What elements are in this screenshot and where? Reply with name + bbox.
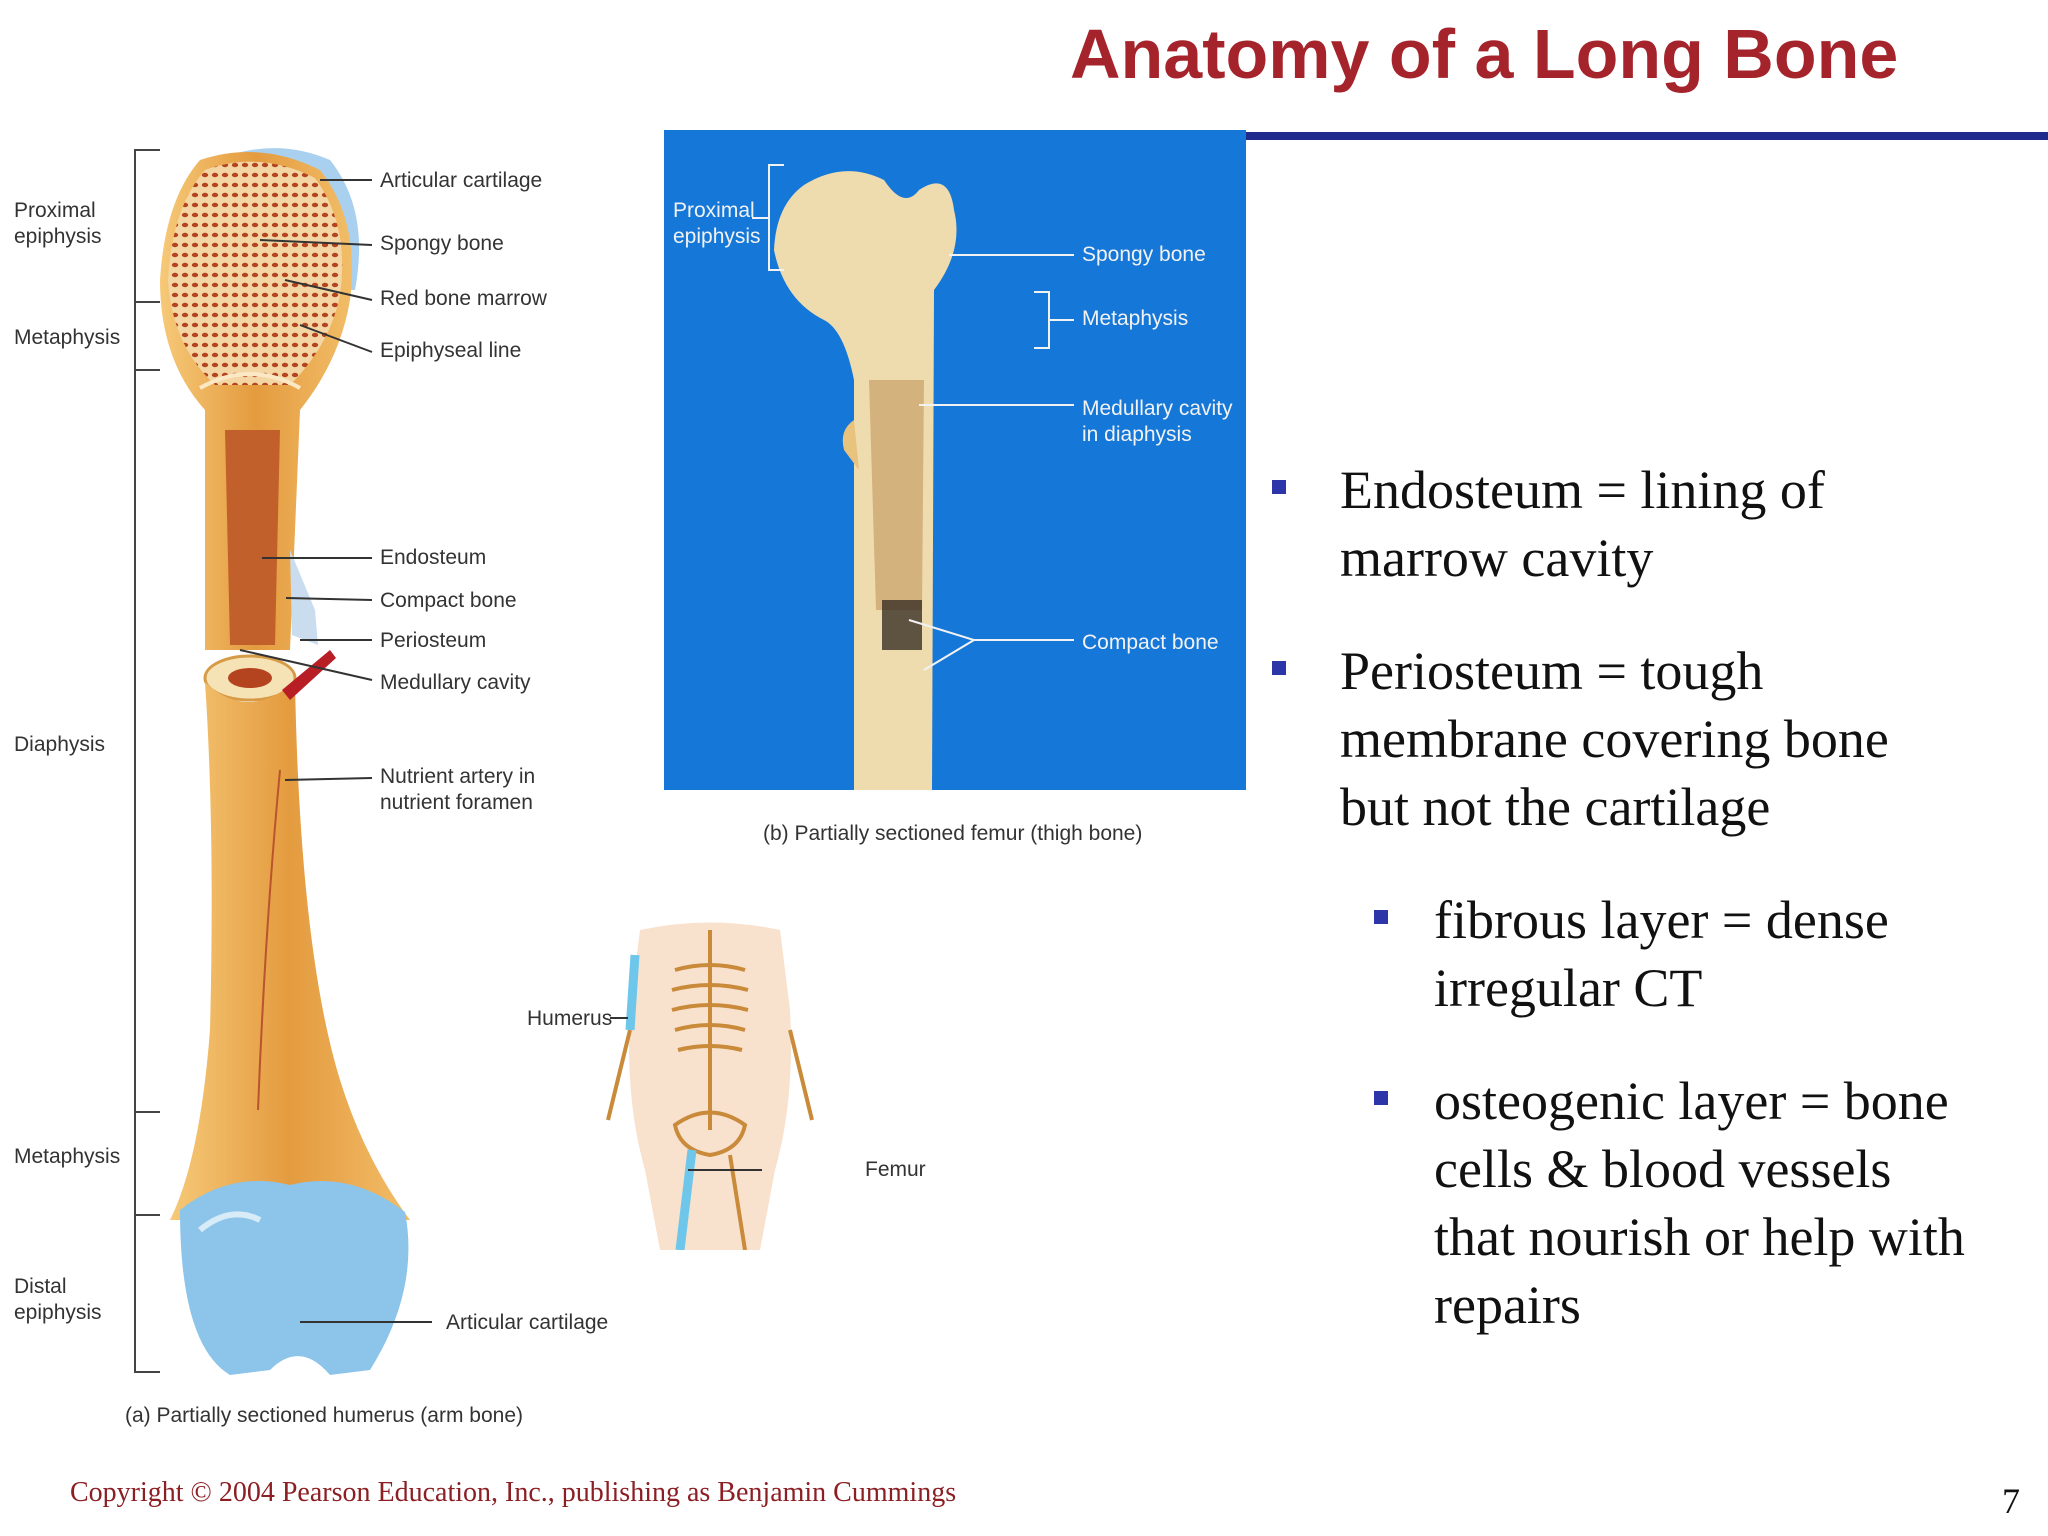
bullet-line: repairs (1434, 1275, 1581, 1335)
label-metaphysis-upper: Metaphysis (14, 326, 121, 349)
femur-label-compact-bone: Compact bone (1082, 631, 1219, 654)
skeleton-illustration (606, 922, 814, 1250)
label-line: Medullary cavity (1082, 397, 1233, 420)
bullet-text: osteogenic layer = bone cells & blood ve… (1434, 1067, 1965, 1339)
label-line: Proximal (673, 199, 755, 222)
femur-caption: (b) Partially sectioned femur (thigh bon… (763, 822, 1143, 845)
label-proximal-epiphysis: Proximal epiphysis (14, 198, 102, 250)
bullet-item: Endosteum = lining of marrow cavity (1272, 456, 1825, 592)
bullet-line: osteogenic layer = bone (1434, 1071, 1949, 1131)
femur-label-metaphysis: Metaphysis (1082, 307, 1189, 330)
bullet-line: but not the cartilage (1340, 777, 1771, 837)
bullet-item: Periosteum = tough membrane covering bon… (1272, 637, 1889, 841)
label-red-bone-marrow: Red bone marrow (380, 287, 547, 310)
skeleton-label-femur: Femur (865, 1158, 926, 1181)
label-distal-epiphysis: Distal epiphysis (14, 1274, 102, 1326)
label-spongy-bone: Spongy bone (380, 232, 504, 255)
label-articular-cartilage-distal: Articular cartilage (446, 1311, 609, 1334)
label-line: Proximal (14, 199, 96, 222)
bullet-square-icon (1272, 661, 1286, 675)
label-compact-bone: Compact bone (380, 589, 517, 612)
bullet-text: Periosteum = tough membrane covering bon… (1340, 637, 1889, 841)
title-rule (1246, 132, 2048, 140)
bullet-line: fibrous layer = dense (1434, 890, 1889, 950)
humerus-illustration (134, 148, 432, 1375)
label-line: epiphysis (14, 225, 102, 248)
sub-bullet-item: osteogenic layer = bone cells & blood ve… (1374, 1067, 1965, 1339)
bullet-square-icon (1272, 480, 1286, 494)
label-endosteum: Endosteum (380, 546, 487, 569)
label-epiphyseal-line: Epiphyseal line (380, 339, 522, 362)
label-diaphysis: Diaphysis (14, 733, 106, 756)
bullet-square-icon (1374, 910, 1388, 924)
label-nutrient-artery: Nutrient artery in nutrient foramen (380, 764, 535, 816)
label-line: epiphysis (14, 1301, 102, 1324)
label-metaphysis-lower: Metaphysis (14, 1145, 121, 1168)
bullet-line: that nourish or help with (1434, 1207, 1965, 1267)
label-line: epiphysis (673, 225, 761, 248)
femur-illustration (752, 164, 1074, 791)
page-number: 7 (2002, 1481, 2020, 1521)
sub-bullet-item: fibrous layer = dense irregular CT (1374, 886, 1889, 1022)
label-periosteum: Periosteum (380, 629, 487, 652)
skeleton-label-humerus: Humerus (527, 1007, 613, 1030)
bullet-line: cells & blood vessels (1434, 1139, 1892, 1199)
label-line: Nutrient artery in (380, 765, 536, 788)
slide-title: Anatomy of a Long Bone (1070, 15, 1899, 93)
label-articular-cartilage: Articular cartilage (380, 169, 543, 192)
bullet-text: fibrous layer = dense irregular CT (1434, 886, 1889, 1022)
bullet-line: irregular CT (1434, 958, 1703, 1018)
label-line: nutrient foramen (380, 791, 533, 814)
femur-label-proximal-epiphysis: Proximal epiphysis (673, 198, 761, 250)
bullet-line: Periosteum = tough (1340, 641, 1764, 701)
femur-label-spongy-bone: Spongy bone (1082, 243, 1206, 266)
femur-label-medullary-cavity: Medullary cavity in diaphysis (1082, 396, 1233, 448)
label-line: in diaphysis (1082, 423, 1192, 446)
label-line: Distal (14, 1275, 67, 1298)
bullet-text: Endosteum = lining of marrow cavity (1340, 456, 1825, 592)
bullet-line: membrane covering bone (1340, 709, 1889, 769)
copyright-footer: Copyright © 2004 Pearson Education, Inc.… (70, 1477, 957, 1508)
bullet-square-icon (1374, 1091, 1388, 1105)
bullet-line: marrow cavity (1340, 528, 1654, 588)
humerus-caption: (a) Partially sectioned humerus (arm bon… (125, 1404, 523, 1427)
femur-photo (664, 130, 1246, 791)
bullet-line: Endosteum = lining of (1340, 460, 1825, 520)
label-medullary-cavity: Medullary cavity (380, 671, 531, 694)
